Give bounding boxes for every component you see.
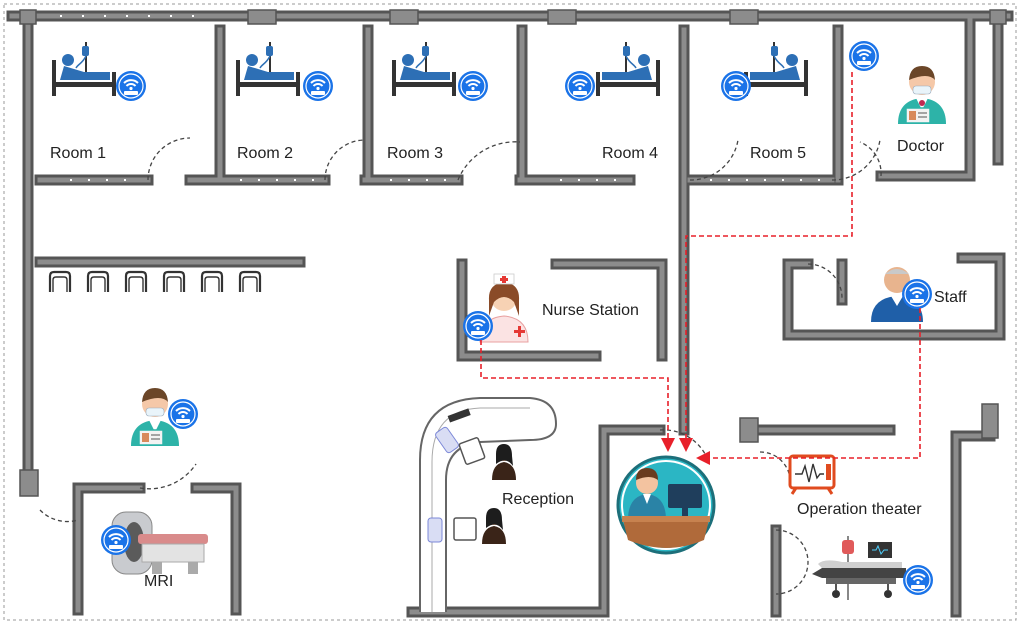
nurse-link xyxy=(480,340,669,438)
wifi-badge-icon xyxy=(115,70,147,102)
wifi-badge-icon xyxy=(848,40,880,72)
walls xyxy=(6,9,1014,618)
operation-theater-label: Operation theater xyxy=(797,501,922,518)
receptionist-icon xyxy=(482,508,506,544)
doctor-icon xyxy=(897,65,947,125)
data-links xyxy=(480,72,921,459)
patient-bed-icon xyxy=(595,41,661,97)
mri-label: MRI xyxy=(144,573,174,590)
doctor-link xyxy=(685,72,853,438)
reception-desk xyxy=(419,397,558,612)
patient-bed-icon xyxy=(743,41,809,97)
central-monitoring-icon xyxy=(616,455,716,555)
patient-bed-icon xyxy=(51,41,117,97)
nurse-station-label: Nurse Station xyxy=(542,302,639,319)
room-3-label: Room 3 xyxy=(387,145,444,162)
wifi-badge-icon xyxy=(167,398,199,430)
heart-monitor-icon xyxy=(788,454,836,495)
wifi-badge-icon xyxy=(902,564,934,596)
wifi-badge-icon xyxy=(462,310,494,342)
room-4-label: Room 4 xyxy=(602,145,659,162)
outer-boundary xyxy=(3,3,1017,621)
window-marks xyxy=(60,15,825,181)
operating-bed-icon xyxy=(812,536,906,600)
wifi-badge-icon xyxy=(100,524,132,556)
receptionist-icon xyxy=(492,444,516,480)
room-2-label: Room 2 xyxy=(237,145,294,162)
reception-label: Reception xyxy=(502,491,575,508)
staff-link xyxy=(710,308,921,459)
staff-label: Staff xyxy=(934,289,967,306)
room-1-label: Room 1 xyxy=(50,145,107,162)
wifi-badge-icon xyxy=(564,70,596,102)
staff-icon xyxy=(871,267,923,322)
link-arrowheads xyxy=(661,438,710,465)
room-5-label: Room 5 xyxy=(750,145,807,162)
patient-bed-icon xyxy=(391,41,457,97)
wifi-badge-icon xyxy=(720,70,752,102)
door-swings xyxy=(39,137,882,595)
patient-bed-icon xyxy=(235,41,301,97)
doctor-label: Doctor xyxy=(897,138,945,155)
wifi-badge-icon xyxy=(901,278,933,310)
wifi-badge-icon xyxy=(302,70,334,102)
waiting-chairs xyxy=(48,270,262,294)
wifi-badge-icon xyxy=(457,70,489,102)
